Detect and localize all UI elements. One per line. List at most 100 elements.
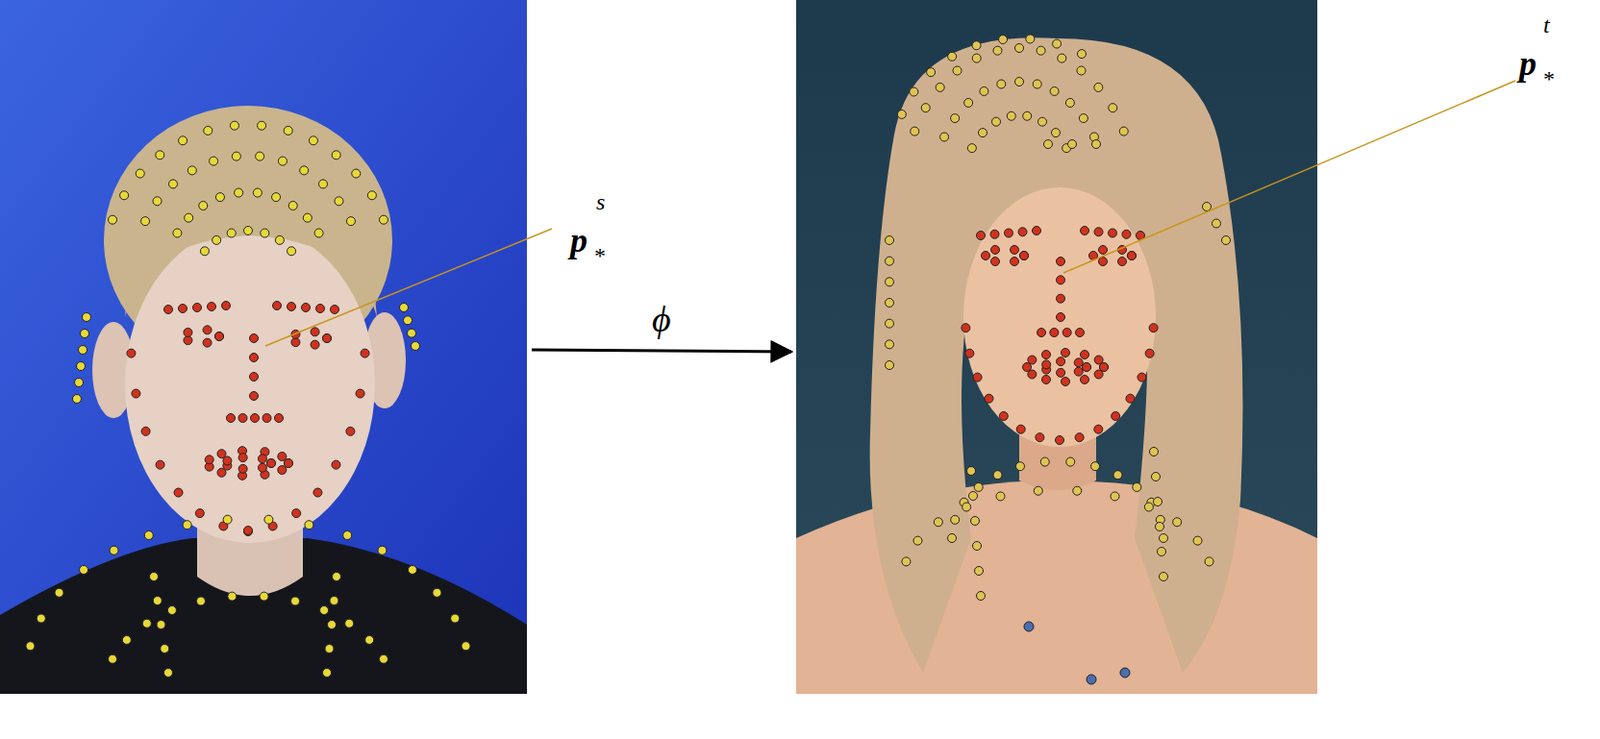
- landmark-dot: [1015, 462, 1025, 472]
- landmark-dot: [250, 334, 259, 344]
- landmark-dot: [229, 121, 239, 130]
- landmark-dot: [187, 166, 197, 175]
- landmark-dot: [291, 338, 300, 348]
- landmark-dot: [257, 463, 267, 473]
- landmark-dot: [1073, 486, 1082, 496]
- landmark-dot: [255, 151, 265, 161]
- landmark-dot: [152, 197, 162, 206]
- landmark-dot: [1056, 357, 1066, 367]
- landmark-dot: [178, 136, 188, 146]
- landmark-dot: [1100, 363, 1109, 373]
- landmark-dot: [1056, 313, 1066, 323]
- landmark-dot: [1113, 471, 1123, 480]
- landmark-dot: [183, 327, 193, 337]
- landmark-dot: [909, 87, 919, 97]
- landmark-dot: [1222, 236, 1231, 246]
- landmark-dot: [973, 542, 982, 551]
- landmark-dot: [967, 144, 976, 153]
- landmark-dot: [981, 251, 991, 261]
- landmark-dot: [1006, 111, 1016, 121]
- landmark-dot: [950, 114, 960, 124]
- landmark-dot: [965, 349, 975, 358]
- landmark-dot: [1145, 349, 1154, 358]
- landmark-dot: [971, 517, 980, 526]
- landmark-dot: [160, 645, 170, 654]
- landmark-dot: [313, 488, 323, 498]
- landmark-dot: [940, 132, 950, 142]
- landmark-dot: [1099, 245, 1108, 254]
- landmark-dot: [314, 228, 324, 238]
- landmark-dot: [202, 338, 212, 348]
- landmark-dot: [226, 414, 236, 424]
- landmark-dot: [277, 466, 287, 475]
- landmark-dot: [1061, 377, 1071, 387]
- landmark-dot: [1076, 66, 1086, 75]
- landmark-dot: [984, 394, 994, 403]
- landmark-dot: [252, 188, 262, 198]
- landmark-dot: [432, 588, 442, 598]
- landmark-dot: [323, 669, 332, 678]
- landmark-dot: [367, 191, 376, 200]
- landmark-dot: [320, 606, 329, 616]
- landmark-dot: [234, 188, 244, 198]
- landmark-dot: [1082, 363, 1092, 373]
- landmark-dot: [1027, 355, 1037, 365]
- landmark-dot: [182, 521, 192, 530]
- landmark-dot: [300, 166, 309, 175]
- landmark-dot: [1035, 433, 1045, 443]
- landmark-dot: [108, 654, 118, 664]
- landmark-dot: [1040, 457, 1050, 467]
- landmark-dot: [1159, 534, 1169, 544]
- landmark-dot: [155, 460, 165, 470]
- landmark-dot: [262, 414, 272, 424]
- landmark-dot: [152, 597, 162, 606]
- landmark-dot: [933, 518, 943, 527]
- landmark-dot: [1068, 140, 1077, 150]
- landmark-dot: [926, 68, 936, 77]
- landmark-dot: [999, 411, 1008, 421]
- landmark-dot: [1056, 275, 1066, 285]
- landmark-dot: [164, 669, 174, 678]
- landmark-dot: [1055, 436, 1065, 446]
- leader-line: [1063, 80, 1516, 274]
- landmark-dot: [329, 597, 339, 606]
- landmark-dot: [238, 464, 248, 474]
- landmark-dot: [1150, 448, 1159, 457]
- landmark-dot: [997, 79, 1006, 89]
- landmark-dot: [275, 235, 284, 245]
- landmark-dot: [1151, 473, 1161, 482]
- landmark-dot: [332, 573, 342, 582]
- point-label: s: [596, 190, 605, 214]
- landmark-dot: [1082, 363, 1092, 373]
- landmark-dot: [1091, 462, 1100, 472]
- landmark-dot: [131, 389, 141, 399]
- landmark-dot: [962, 502, 972, 512]
- landmark-dot: [144, 531, 153, 541]
- landmark-dot: [1010, 257, 1020, 267]
- landmark-dot: [1023, 111, 1032, 121]
- landmark-dot: [1036, 46, 1046, 55]
- landmark-dot: [1125, 394, 1135, 403]
- landmark-dot: [277, 156, 287, 166]
- landmark-dot: [1062, 328, 1072, 338]
- landmark-dot: [885, 361, 895, 371]
- landmark-dot: [979, 86, 989, 96]
- landmark-dot: [1066, 457, 1075, 467]
- landmark-dot: [1119, 126, 1128, 136]
- landmark-dot: [1137, 373, 1147, 382]
- landmark-dot: [461, 642, 471, 651]
- landmark-dot: [257, 121, 267, 130]
- landmark-dot: [1094, 425, 1103, 434]
- landmark-dot: [1153, 498, 1163, 507]
- landmark-dot: [403, 316, 413, 325]
- landmark-dot: [1037, 117, 1047, 126]
- landmark-dot: [200, 247, 209, 256]
- landmark-dot: [972, 53, 981, 63]
- landmark-dot: [36, 614, 46, 624]
- landmark-dot: [334, 197, 344, 206]
- landmark-dot: [202, 325, 212, 335]
- landmark-dot: [227, 592, 237, 601]
- landmark-dot: [1127, 251, 1137, 261]
- landmark-dot: [343, 531, 352, 541]
